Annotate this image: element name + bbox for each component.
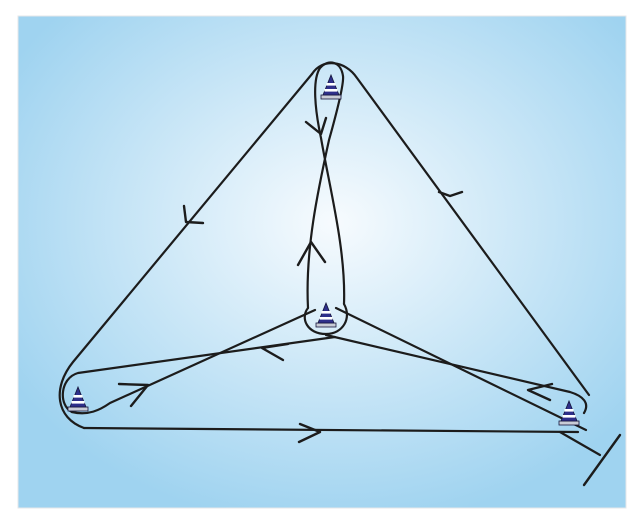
arrow-bottom: [297, 422, 322, 444]
arrow-left-side: [182, 204, 205, 225]
path-left-side: [58, 72, 314, 430]
path-center-to-right: [334, 306, 588, 432]
path-right-to-center: [324, 333, 588, 415]
path-bottom-side: [82, 426, 580, 434]
path-left-to-center: [70, 308, 317, 415]
arrow-figure-eight-up: [296, 240, 327, 267]
path-to-finish: [558, 430, 602, 457]
arrow-from-left: [117, 382, 150, 408]
cone-center-icon: [315, 301, 337, 328]
cone-left-icon: [67, 385, 89, 412]
background-panel: [17, 15, 627, 509]
path-figure-eight: [306, 61, 346, 310]
finish-line: [582, 433, 622, 487]
arrow-right-side: [437, 190, 464, 198]
cone-top-icon: [320, 73, 342, 100]
arrow-from-right: [526, 382, 554, 402]
arrow-figure-eight-down: [304, 116, 328, 136]
cone-right-icon: [558, 399, 580, 426]
arrow-to-left: [260, 342, 290, 362]
